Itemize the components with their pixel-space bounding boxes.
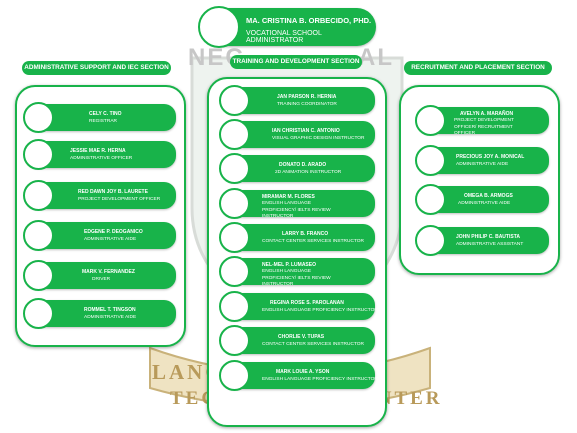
member-card: LARRY B. FRANCO CONTACT CENTER SERVICES I… — [219, 222, 375, 253]
avatar — [219, 360, 250, 391]
member-role: DRIVER — [92, 277, 111, 282]
member-role: VISUAL GRAPHIC DESIGN INSTRUCTOR — [272, 136, 365, 141]
avatar — [219, 153, 250, 184]
member-card: JESSIE MAE R. HERNA ADMINISTRATIVE OFFICE… — [23, 139, 176, 170]
member-role: ENGLISH LANGUAGE PROFICIENCY INSTRUCTOR — [262, 308, 378, 313]
member-name: DONATO D. ARADO — [279, 162, 327, 168]
member-role: CONTACT CENTER SERVICES INSTRUCTOR — [262, 239, 364, 244]
member-role: ADMINISTRATIVE AIDE — [456, 162, 509, 167]
member-card: OMEGA B. ARMOGS ADMINISTRATIVE AIDE — [415, 184, 549, 215]
member-role: ADMINISTRATIVE AIDE — [84, 315, 137, 320]
avatar — [23, 180, 54, 211]
watermark-text-top-right: AL — [358, 44, 394, 71]
member-name: REGINA ROSE S. PAROLANAN — [270, 300, 344, 306]
avatar — [415, 184, 446, 215]
member-card: DONATO D. ARADO 2D ANIMATION INSTRUCTOR — [219, 153, 375, 184]
member-role: REGISTRAR — [89, 119, 117, 124]
member-role: 2D ANIMATION INSTRUCTOR — [275, 170, 342, 175]
avatar — [219, 222, 250, 253]
member-name: RED DAWN JOY B. LAURETE — [78, 189, 148, 195]
member-card: MARK LOUIE A. YSON ENGLISH LANGUAGE PROFI… — [219, 360, 378, 391]
member-role: PROJECT DEVELOPMENT OFFICER — [78, 197, 161, 202]
member-name: JESSIE MAE R. HERNA — [70, 148, 126, 154]
member-name: MIRAMAR M. FLORES — [262, 194, 315, 200]
avatar — [23, 260, 54, 291]
avatar — [219, 85, 250, 116]
member-role: ADMINISTRATIVE ASSISTANT — [456, 242, 524, 247]
member-role: ENGLISH LANGUAGE PROFICIENCY/ IELTS REVI… — [262, 269, 331, 287]
avatar — [415, 105, 446, 136]
member-role: ADMINISTRATIVE OFFICER — [70, 156, 133, 161]
member-name: ROMMEL T. TINGSON — [84, 307, 136, 313]
member-role: TRAINING COORDINATOR — [277, 102, 337, 107]
member-card: RED DAWN JOY B. LAURETE PROJECT DEVELOPME… — [23, 180, 176, 211]
section-title-training: TRAINING AND DEVELOPMENT SECTION — [230, 55, 362, 69]
member-card: JAN PARSON R. HERNIA TRAINING COORDINATOR — [219, 85, 375, 116]
member-name: MARK V. FERNANDEZ — [82, 269, 135, 275]
avatar — [219, 119, 250, 150]
avatar — [23, 102, 54, 133]
member-name: JOHN PHILIP C. BAUTISTA — [456, 234, 520, 240]
member-name: EDGENE P. DEOGANICO — [84, 229, 143, 235]
member-name: OMEGA B. ARMOGS — [464, 193, 513, 199]
member-card: CELY C. TINO REGISTRAR — [23, 102, 176, 133]
member-card: REGINA ROSE S. PAROLANAN ENGLISH LANGUAGE… — [219, 291, 378, 322]
section-title-admin: ADMINISTRATIVE SUPPORT AND IEC SECTION — [22, 61, 171, 75]
avatar — [23, 139, 54, 170]
member-card: CHORLIE V. TUPAS CONTACT CENTER SERVICES … — [219, 325, 375, 356]
avatar — [219, 188, 250, 219]
section-title-recruitment: RECRUITMENT AND PLACEMENT SECTION — [404, 61, 552, 75]
avatar — [415, 225, 446, 256]
administrator-card: MA. CRISTINA B. ORBECIDO, PHD. VOCATIONA… — [198, 6, 376, 48]
member-card: JOHN PHILIP C. BAUTISTA ADMINISTRATIVE AS… — [415, 225, 549, 256]
member-name: JAN PARSON R. HERNIA — [277, 94, 337, 100]
member-card: MARK V. FERNANDEZ DRIVER — [23, 260, 176, 291]
avatar — [219, 325, 250, 356]
administrator-role: VOCATIONAL SCHOOL ADMINISTRATOR — [246, 30, 322, 44]
member-name: AVELYN A. MARAÑON — [460, 111, 514, 117]
member-name: MARK LOUIE A. YSON — [276, 369, 330, 375]
member-name: CELY C. TINO — [89, 111, 122, 117]
member-name: CHORLIE V. TUPAS — [278, 334, 325, 340]
member-role: ENGLISH LANGUAGE PROFICIENCY/ IELTS REVI… — [262, 201, 331, 219]
avatar — [23, 298, 54, 329]
member-card: IAN CHRISTIAN C. ANTONIO VISUAL GRAPHIC D… — [219, 119, 375, 150]
member-card: ROMMEL T. TINGSON ADMINISTRATIVE AIDE — [23, 298, 176, 329]
member-role: PROJECT DEVELOPMENT OFFICER/ RECRUITMENT… — [454, 118, 514, 136]
avatar — [219, 291, 250, 322]
avatar — [415, 145, 446, 176]
member-role: ADMINISTRATIVE AIDE — [458, 201, 511, 206]
administrator-name: MA. CRISTINA B. ORBECIDO, PHD. — [246, 16, 372, 25]
member-name: PRECIOUS JOY A. MONICAL — [456, 154, 525, 160]
member-name: LARRY B. FRANCO — [282, 231, 329, 237]
member-role: CONTACT CENTER SERVICES INSTRUCTOR — [262, 342, 364, 347]
member-name: NEL-MEL P. LUMASEO — [262, 262, 316, 268]
member-role: ENGLISH LANGUAGE PROFICIENCY INSTRUCTOR — [262, 377, 378, 382]
member-card: PRECIOUS JOY A. MONICAL ADMINISTRATIVE AI… — [415, 145, 549, 176]
member-name: IAN CHRISTIAN C. ANTONIO — [272, 128, 340, 134]
avatar — [198, 6, 240, 48]
avatar — [219, 256, 250, 287]
member-role: ADMINISTRATIVE AIDE — [84, 237, 137, 242]
avatar — [23, 220, 54, 251]
member-card: EDGENE P. DEOGANICO ADMINISTRATIVE AIDE — [23, 220, 176, 251]
